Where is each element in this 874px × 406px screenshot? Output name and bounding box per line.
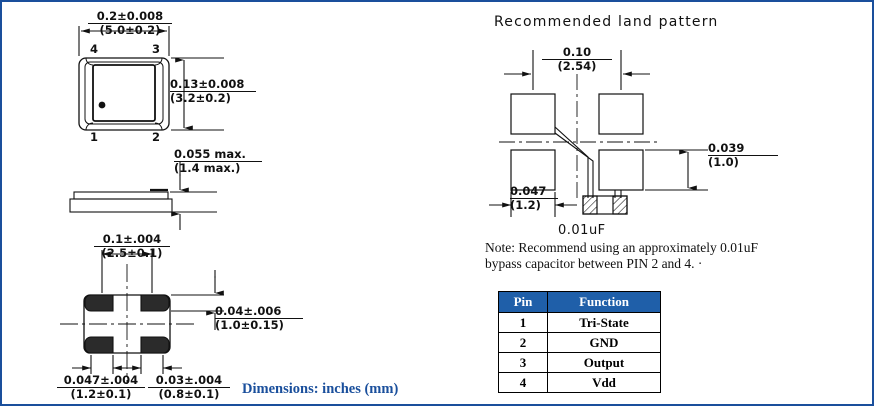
package-height-dimension: 0.13±0.008 (3.2±0.2): [170, 78, 256, 105]
pin-label-2: 2: [152, 130, 161, 144]
land-pad-height-mm: (1.0): [708, 155, 739, 169]
bypass-capacitor-note-line1: Note: Recommend using an approximately 0…: [485, 240, 758, 255]
table-cell-function: Tri-State: [547, 312, 661, 333]
pin-function-table: Pin Function 1 Tri-State 2 GND 3 Output …: [498, 291, 661, 393]
dimensions-caption: Dimensions: inches (mm): [242, 381, 399, 397]
table-cell-function: Vdd: [547, 372, 661, 393]
pad-pitch-inch: 0.1±.004: [94, 233, 170, 247]
land-pad-width-mm: (1.2): [510, 198, 541, 212]
pad-a-width-dimension: 0.047±.004 (1.2±0.1): [57, 374, 145, 401]
table-header-pin: Pin: [498, 291, 548, 313]
package-thickness-inch: 0.055 max.: [174, 148, 262, 162]
package-thickness-dimension: 0.055 max. (1.4 max.): [174, 148, 262, 175]
pad-b-width-inch: 0.03±.004: [148, 374, 230, 388]
land-pitch-mm: (2.54): [557, 59, 597, 73]
table-cell-pin: 1: [498, 312, 548, 333]
pad-height-dimension: 0.04±.006 (1.0±0.15): [215, 305, 303, 332]
pad-pitch-dimension: 0.1±.004 (2.5±0.1): [94, 233, 170, 260]
table-header-row: Pin Function: [498, 291, 661, 313]
pin-label-4: 4: [90, 42, 99, 56]
land-pad-width-inch: 0.047: [510, 185, 558, 199]
table-cell-pin: 2: [498, 332, 548, 353]
pad-a-width-mm: (1.2±0.1): [70, 387, 132, 401]
table-row: 4 Vdd: [498, 372, 661, 393]
pad-b-width-dimension: 0.03±.004 (0.8±0.1): [148, 374, 230, 401]
package-height-mm: (3.2±0.2): [170, 91, 231, 105]
pad-height-inch: 0.04±.006: [215, 305, 303, 319]
table-cell-function: Output: [547, 352, 661, 373]
capacitor-value-label: 0.01uF: [558, 223, 606, 238]
package-thickness-mm: (1.4 max.): [174, 161, 241, 175]
table-cell-pin: 3: [498, 352, 548, 373]
pad-pitch-mm: (2.5±0.1): [101, 246, 163, 260]
table-row: 1 Tri-State: [498, 312, 661, 333]
table-cell-pin: 4: [498, 372, 548, 393]
package-width-inch: 0.2±0.008: [88, 10, 172, 24]
pin-label-3: 3: [152, 42, 161, 56]
table-cell-function: GND: [547, 332, 661, 353]
land-pad-width-dimension: 0.047 (1.2): [510, 185, 558, 212]
land-pitch-dimension: 0.10 (2.54): [542, 46, 612, 73]
package-width-dimension: 0.2±0.008 (5.0±0.2): [88, 10, 172, 37]
table-row: 3 Output: [498, 352, 661, 373]
pad-height-mm: (1.0±0.15): [215, 318, 284, 332]
table-header-function: Function: [547, 291, 661, 313]
pad-b-width-mm: (0.8±0.1): [158, 387, 220, 401]
pin-label-1: 1: [90, 130, 99, 144]
table-row: 2 GND: [498, 332, 661, 353]
land-pattern-title: Recommended land pattern: [494, 14, 719, 30]
package-height-inch: 0.13±0.008: [170, 78, 256, 92]
land-pad-height-dimension: 0.039 (1.0): [708, 142, 778, 169]
pad-a-width-inch: 0.047±.004: [57, 374, 145, 388]
land-pad-height-inch: 0.039: [708, 142, 778, 156]
bypass-capacitor-note-line2: bypass capacitor between PIN 2 and 4. ·: [485, 256, 703, 271]
land-pitch-inch: 0.10: [542, 46, 612, 60]
package-width-mm: (5.0±0.2): [99, 23, 161, 37]
